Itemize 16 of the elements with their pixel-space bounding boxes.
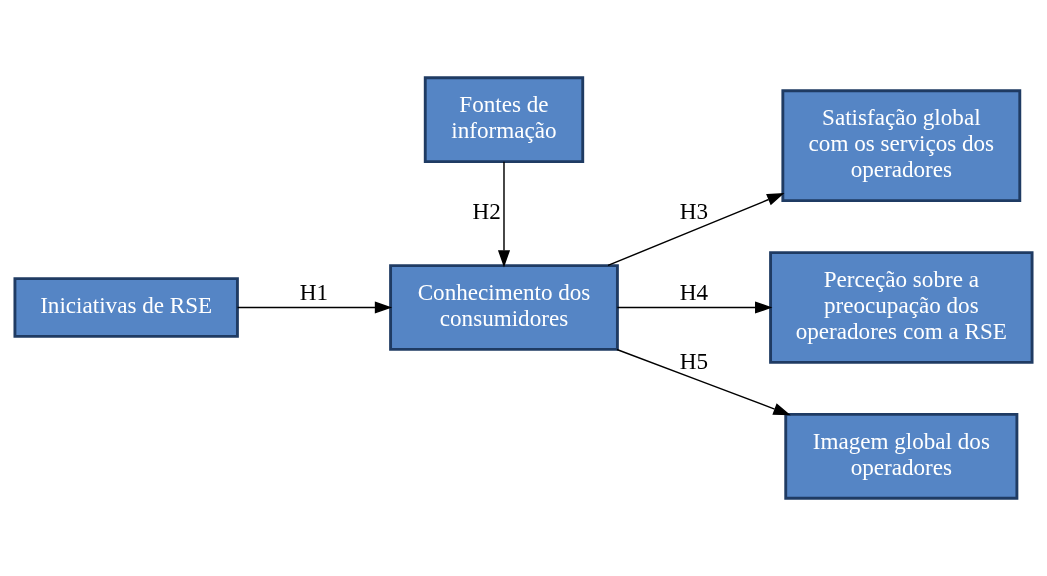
arrow [616, 301, 773, 314]
node-box: Satisfação global com os serviços dos operadores [781, 89, 1022, 203]
edge-label: H5 [679, 348, 709, 375]
arrow [607, 193, 785, 267]
node-box: Conhecimento dos consumidores [389, 264, 619, 351]
edge-label: H3 [679, 198, 709, 225]
arrow [616, 348, 791, 416]
node-box: Perceção sobre a preocupação dos operadores com a RSE [769, 251, 1034, 364]
node-box: Iniciativas de RSE [13, 277, 239, 338]
node-box: Fontes de informação [423, 76, 585, 164]
edge-label: H4 [679, 278, 709, 305]
edge-label: H2 [472, 198, 501, 225]
node-box: Imagem global dos operadores [784, 412, 1019, 500]
arrow [497, 160, 511, 268]
edge-label: H1 [299, 278, 329, 305]
arrow [236, 301, 393, 314]
